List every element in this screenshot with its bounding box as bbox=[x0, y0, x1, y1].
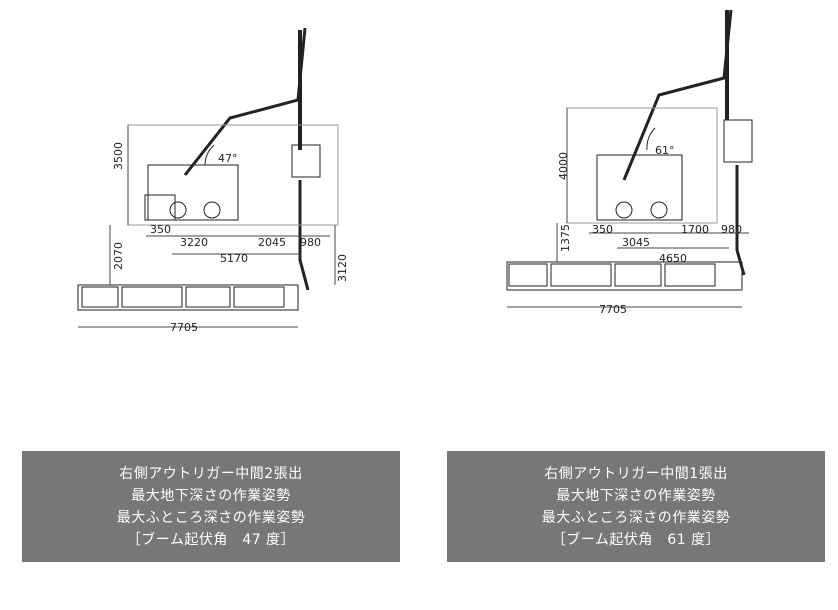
cargo-block bbox=[550, 263, 612, 287]
cargo-block bbox=[233, 286, 285, 308]
dim-seg-a: 350 bbox=[592, 223, 613, 236]
lower-arm bbox=[298, 180, 310, 291]
dim-height-main: 3500 bbox=[112, 142, 125, 170]
dim-height-main: 4000 bbox=[557, 152, 570, 180]
truck-body bbox=[596, 154, 683, 221]
dim-height-total: 3120 bbox=[336, 254, 349, 282]
wheel bbox=[615, 201, 633, 219]
caption-line1: 右側アウトリガー中間2張出 bbox=[119, 465, 303, 482]
caption-line3: 最大ふところ深さの作業姿勢 bbox=[116, 509, 306, 526]
dim-seg-b: 3045 bbox=[622, 236, 650, 249]
caption-line1: 右側アウトリガー中間1張出 bbox=[544, 465, 728, 482]
wheel bbox=[169, 201, 187, 219]
caption-box: 右側アウトリガー中間2張出 最大地下深さの作業姿勢 最大ふところ深さの作業姿勢 … bbox=[22, 451, 400, 562]
dim-seg-d: 980 bbox=[721, 223, 742, 236]
dim-length: 7705 bbox=[170, 321, 198, 334]
wheel bbox=[650, 201, 668, 219]
caption-line2: 最大地下深さの作業姿勢 bbox=[131, 487, 291, 504]
caption-line3: 最大ふところ深さの作業姿勢 bbox=[541, 509, 731, 526]
cargo-block bbox=[81, 286, 119, 308]
dim-seg-b: 3220 bbox=[180, 236, 208, 249]
diagram-panel-left: 3500 2070 3120 350 3220 2045 980 5170 77… bbox=[22, 27, 400, 562]
dim-seg-c: 2045 bbox=[258, 236, 286, 249]
diagram-panel-right: 4000 1375 350 3045 1700 980 4650 7705 61… bbox=[419, 0, 838, 610]
truck-cab bbox=[144, 194, 176, 221]
cargo-block bbox=[508, 263, 548, 287]
dim-height-lower: 2070 bbox=[112, 242, 125, 270]
envelope-frame bbox=[127, 124, 339, 226]
bucket bbox=[291, 144, 321, 178]
caption-line4: ［ブーム起伏角 61 度］ bbox=[551, 531, 721, 548]
cargo-block bbox=[614, 263, 662, 287]
dim-angle: 61° bbox=[655, 144, 675, 157]
caption-line4: ［ブーム起伏角 47 度］ bbox=[126, 531, 296, 548]
caption-line2: 最大地下深さの作業姿勢 bbox=[556, 487, 716, 504]
dim-seg-sum: 5170 bbox=[220, 252, 248, 265]
angle-arc bbox=[646, 127, 656, 151]
dim-seg-a: 350 bbox=[150, 223, 171, 236]
dim-seg-c: 1700 bbox=[681, 223, 709, 236]
cargo-block bbox=[664, 263, 716, 287]
dim-height-lower: 1375 bbox=[559, 224, 572, 252]
ground-slab bbox=[77, 284, 299, 311]
truck-body bbox=[147, 164, 239, 221]
crane-drawing-right: 4000 1375 350 3045 1700 980 4650 7705 61… bbox=[506, 9, 753, 316]
caption-box: 右側アウトリガー中間1張出 最大地下深さの作業姿勢 最大ふところ深さの作業姿勢 … bbox=[447, 451, 825, 562]
dim-length: 7705 bbox=[599, 303, 627, 316]
ground-slab bbox=[506, 261, 743, 291]
cargo-block bbox=[121, 286, 183, 308]
angle-arc bbox=[204, 144, 215, 166]
dim-seg-sum: 4650 bbox=[659, 252, 687, 265]
boom-arm bbox=[183, 27, 307, 176]
dim-angle: 47° bbox=[218, 152, 238, 165]
lower-arm bbox=[735, 165, 746, 276]
dim-seg-d: 980 bbox=[300, 236, 321, 249]
bucket bbox=[723, 119, 753, 163]
wheel bbox=[203, 201, 221, 219]
crane-drawing-left: 3500 2070 3120 350 3220 2045 980 5170 77… bbox=[77, 27, 349, 334]
cargo-block bbox=[185, 286, 231, 308]
envelope-frame bbox=[566, 107, 718, 224]
